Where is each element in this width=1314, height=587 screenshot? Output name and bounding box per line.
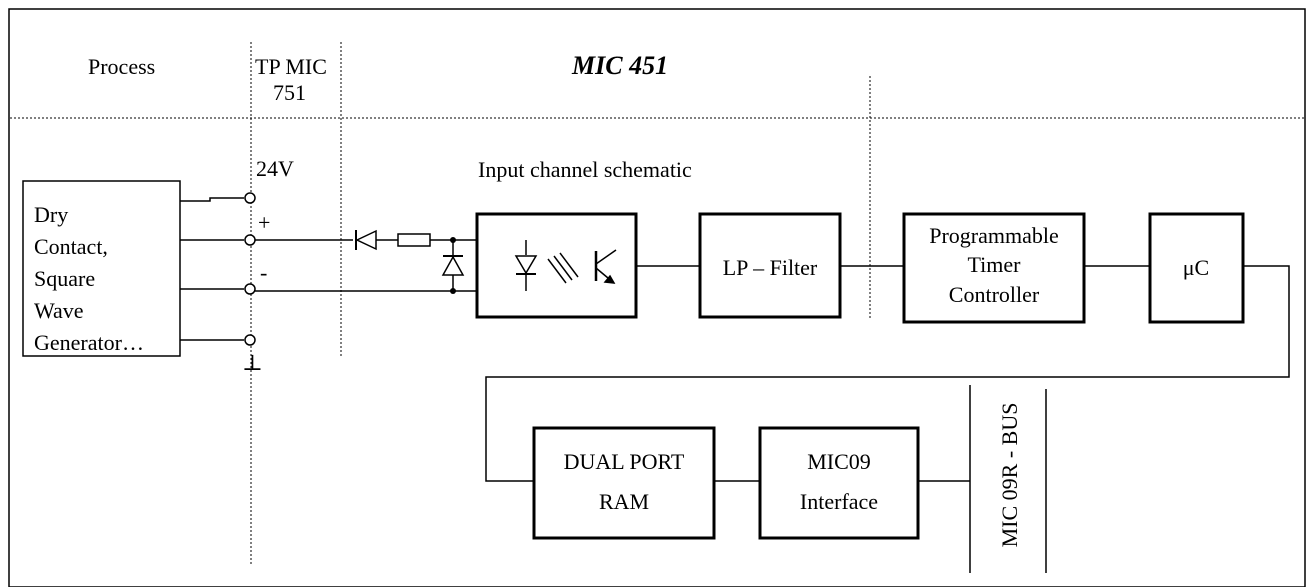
timer-controller-block [902, 212, 1086, 324]
timer-label-line3: Controller [949, 282, 1040, 307]
optocoupler-block [475, 212, 638, 319]
outer-frame [8, 8, 1306, 587]
opto-led-icon [514, 255, 538, 275]
source-line-2: Contact, [34, 234, 108, 259]
ram-label-line1: DUAL PORT [564, 449, 685, 474]
dual-port-ram-block [532, 426, 716, 540]
bus-label: MIC 09R - BUS [997, 403, 1022, 548]
terminal-ground-icon [244, 334, 256, 346]
source-line-3: Square [34, 266, 95, 291]
source-line-5: Generator… [34, 330, 144, 355]
microcontroller-label: μC [1183, 255, 1209, 280]
terminal-24v-icon [244, 192, 256, 204]
lp-filter-label: LP – Filter [723, 255, 818, 280]
tp-label-line2: 751 [273, 80, 306, 105]
mic09-interface-block [758, 426, 920, 540]
protective-diode-icon [441, 255, 465, 276]
source-line-4: Wave [34, 298, 84, 323]
phototransistor-icon [594, 249, 617, 284]
voltage-label: 24V [256, 156, 294, 181]
source-line-1: Dry [34, 202, 68, 227]
series-diode-icon [355, 229, 377, 251]
light-rays-icon [547, 252, 579, 284]
process-label: Process [88, 54, 155, 79]
schematic-label: Input channel schematic [478, 157, 692, 182]
source-box [22, 180, 181, 357]
interface-label-line1: MIC09 [807, 449, 871, 474]
resistor-icon [397, 233, 431, 247]
terminal-plus-icon [244, 234, 256, 246]
timer-label-line1: Programmable [929, 223, 1059, 248]
ram-label-line2: RAM [599, 489, 649, 514]
interface-label-line2: Interface [800, 489, 878, 514]
wire-24v [180, 197, 244, 202]
wire-micro-to-ram [485, 265, 1290, 482]
timer-label-line2: Timer [968, 252, 1022, 277]
ground-label: ⊥ [242, 350, 263, 375]
tp-label-line1: TP MIC [255, 54, 327, 79]
terminal-minus-icon [244, 283, 256, 295]
plus-label: + [258, 210, 270, 235]
diagram-title: MIC 451 [571, 51, 668, 80]
lp-filter-block [698, 212, 842, 319]
minus-label: - [260, 260, 267, 285]
microcontroller-block [1148, 212, 1245, 324]
